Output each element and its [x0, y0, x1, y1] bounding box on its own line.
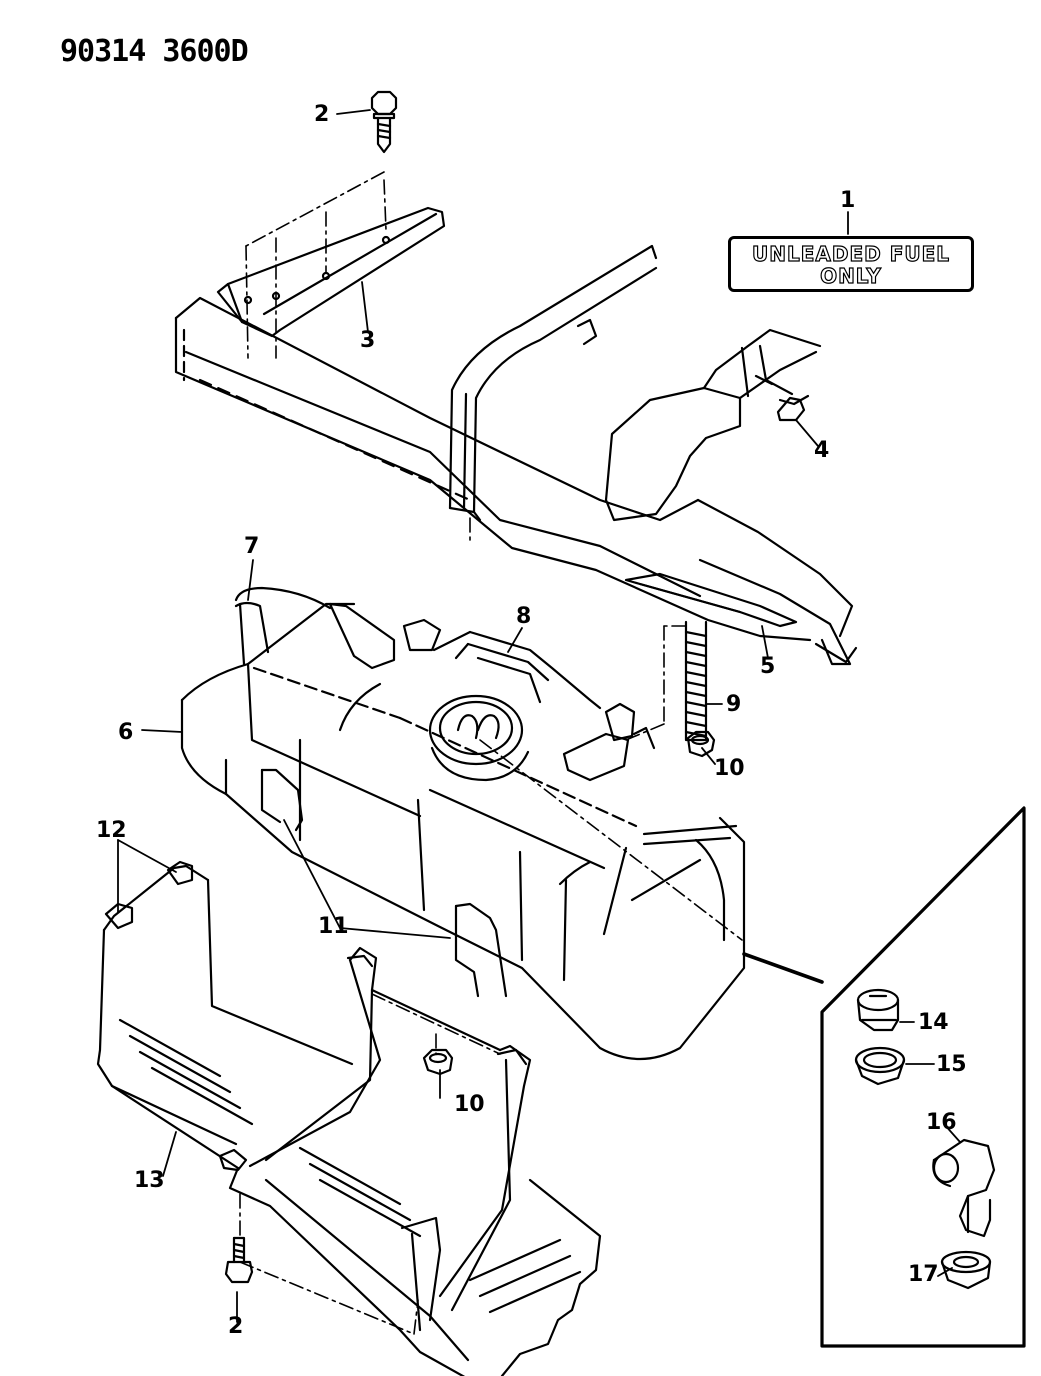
callout-10-left: 10: [454, 1092, 485, 1117]
part-5-pad: [624, 572, 798, 628]
callout-6: 6: [118, 720, 134, 745]
part-15-grommet: [854, 1046, 906, 1086]
part-9-stud: [684, 620, 708, 742]
callout-2-bottom: 2: [228, 1314, 244, 1339]
part-2-screw-bottom: [224, 1236, 254, 1284]
inset-box: [742, 806, 1026, 1348]
callout-12: 12: [96, 818, 127, 843]
part-13-skid-plate: [96, 864, 602, 1376]
callout-15: 15: [936, 1052, 967, 1077]
part-17-seal: [940, 1250, 992, 1290]
cross-member: [448, 244, 658, 522]
part-6-fuel-tank: [180, 602, 746, 1061]
part-16-elbow: [932, 1138, 996, 1238]
part-3-gusset: [216, 206, 446, 338]
callout-5: 5: [760, 654, 776, 679]
decal-line-1: UNLEADED FUEL: [751, 242, 950, 266]
part-4-clip: [776, 396, 806, 422]
callout-16: 16: [926, 1110, 957, 1135]
document-id: 90314 3600D: [60, 34, 249, 69]
callout-14: 14: [918, 1010, 949, 1035]
frame-rail: [174, 296, 858, 666]
rear-rail: [604, 328, 822, 522]
part-10-nut-right: [686, 730, 716, 758]
part-8-shield: [432, 630, 602, 710]
callout-8: 8: [516, 604, 532, 629]
callout-9: 9: [726, 692, 742, 717]
callout-1: 1: [840, 188, 856, 213]
part-10-nut-left: [422, 1048, 454, 1076]
callout-4: 4: [814, 438, 830, 463]
part-11-straps: [260, 768, 508, 998]
callout-13: 13: [134, 1168, 165, 1193]
assembly-lines: [239, 171, 743, 1335]
part-14-cap: [856, 988, 900, 1032]
callout-3: 3: [360, 328, 376, 353]
callout-11: 11: [318, 914, 349, 939]
part-7-hose: [234, 586, 332, 666]
part-12-tabs: [104, 860, 194, 930]
callout-7: 7: [244, 534, 260, 559]
tank-top-brackets: [328, 602, 656, 782]
part-2-bolt-top: [370, 90, 398, 154]
callout-10-right: 10: [714, 756, 745, 781]
callout-2-top: 2: [314, 102, 330, 127]
sender-unit: [428, 694, 530, 782]
callout-17: 17: [908, 1262, 939, 1287]
decal-line-2: ONLY: [819, 264, 882, 288]
unleaded-fuel-decal: UNLEADED FUEL ONLY: [728, 236, 974, 292]
